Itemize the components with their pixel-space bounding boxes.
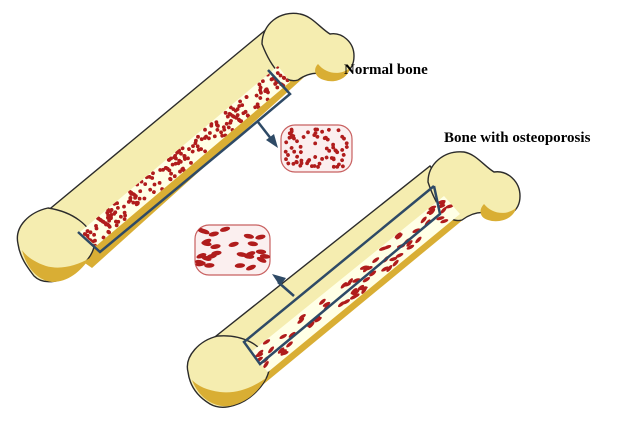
osteoporosis-bone-label: Bone with osteoporosis (444, 130, 590, 147)
osteo-bone-inset (195, 225, 271, 275)
trabecula-dot (94, 224, 98, 228)
osteoporotic-bone (187, 152, 520, 407)
normal-bone-inset (281, 125, 352, 172)
normal-bone-label: Normal bone (344, 62, 428, 79)
inset-dot (306, 160, 310, 164)
trabecula-dot (116, 206, 120, 210)
